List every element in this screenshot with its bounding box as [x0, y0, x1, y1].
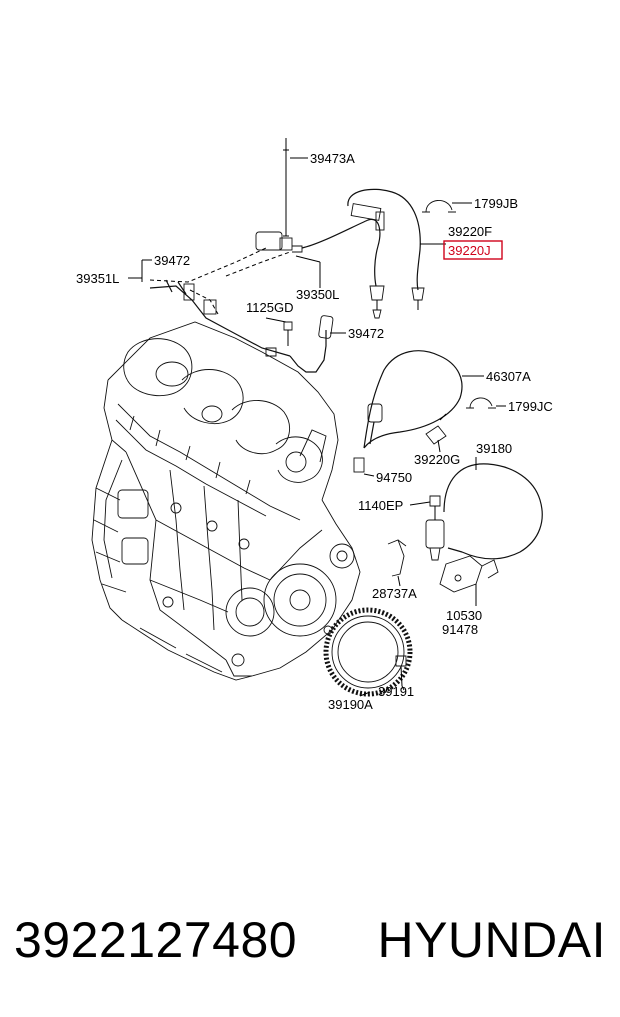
- label-28737A: 28737A: [372, 586, 417, 601]
- label-1799JB: 1799JB: [474, 196, 518, 211]
- label-39350L: 39350L: [296, 287, 339, 302]
- label-39220F: 39220F: [448, 224, 492, 239]
- highlight-box-39220J: [443, 240, 503, 260]
- brand-name: HYUNDAI: [377, 912, 606, 968]
- label-1140EP: 1140EP: [358, 498, 403, 513]
- label-91478: 91478: [442, 622, 478, 637]
- label-39473A: 39473A: [310, 151, 355, 166]
- label-46307A: 46307A: [486, 369, 531, 384]
- engine-block-drawing: [91, 321, 361, 681]
- engine-parts-diagram: 39473A 1799JB 39220F 39220J 39472 39351L…: [76, 138, 553, 712]
- label-39472-upper: 39472: [154, 253, 190, 268]
- leader-lines: [128, 157, 506, 697]
- part-labels: 39473A 1799JB 39220F 39220J 39472 39351L…: [76, 151, 553, 712]
- label-39220J: 39220J: [448, 243, 491, 258]
- label-1125GD: 1125GD: [246, 300, 293, 315]
- label-1799JC: 1799JC: [508, 399, 553, 414]
- label-39191: 39191: [378, 684, 414, 699]
- label-39180: 39180: [476, 441, 512, 456]
- label-39351L: 39351L: [76, 271, 119, 286]
- caption-bar: 3922127480 HYUNDAI: [0, 905, 620, 975]
- parts-drawing: [149, 138, 543, 697]
- label-94750: 94750: [376, 470, 412, 485]
- label-39190A: 39190A: [328, 697, 373, 712]
- label-39472-lower: 39472: [348, 326, 384, 341]
- part-number: 3922127480: [14, 912, 298, 968]
- label-39220G: 39220G: [414, 452, 460, 467]
- label-10530: 10530: [446, 608, 482, 623]
